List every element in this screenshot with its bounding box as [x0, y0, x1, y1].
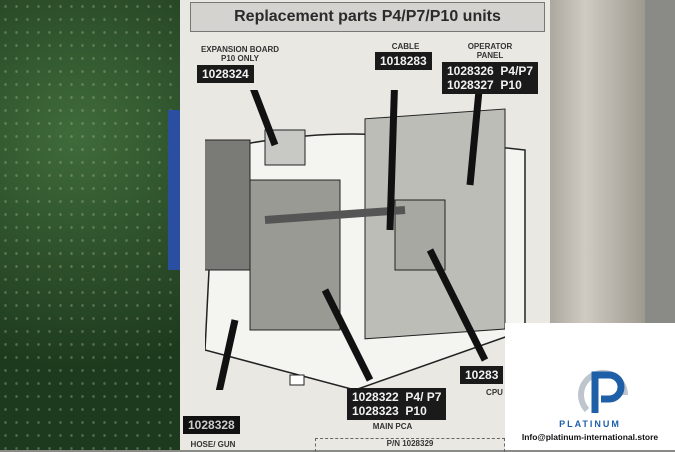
circuit-board	[0, 0, 190, 450]
expansion-board-caption: EXPANSION BOARD P10 ONLY	[200, 45, 280, 63]
main-pca-part: 1028322 P4/ P7 1028323 P10	[347, 388, 447, 420]
expansion-board-part: 1028324	[197, 65, 254, 83]
cable-part: 1018283	[375, 52, 432, 70]
hose-gun-part: 1028328	[183, 416, 240, 434]
device-diagram	[205, 90, 526, 390]
operator-panel-caption: OPERATOR PANEL	[467, 42, 513, 60]
brand-name: PLATINUM	[559, 419, 621, 429]
contact-email: Info@platinum-international.store	[521, 432, 659, 442]
cpu-part: 10283	[460, 366, 504, 384]
part-number: P/N 1028329	[315, 438, 505, 452]
metal-panel	[545, 0, 645, 330]
cable-caption: CABLE	[391, 42, 420, 51]
platinum-logo-icon	[578, 369, 629, 413]
watermark-box	[505, 323, 675, 450]
label-title: Replacement parts P4/P7/P10 units	[190, 2, 545, 32]
hose-gun-caption: HOSE/ GUN	[190, 440, 236, 449]
cpu-caption: CPU	[486, 388, 503, 397]
main-pca-caption: MAIN PCA	[372, 422, 413, 431]
operator-panel-part: 1028326 P4/P7 1028327 P10	[442, 62, 539, 94]
